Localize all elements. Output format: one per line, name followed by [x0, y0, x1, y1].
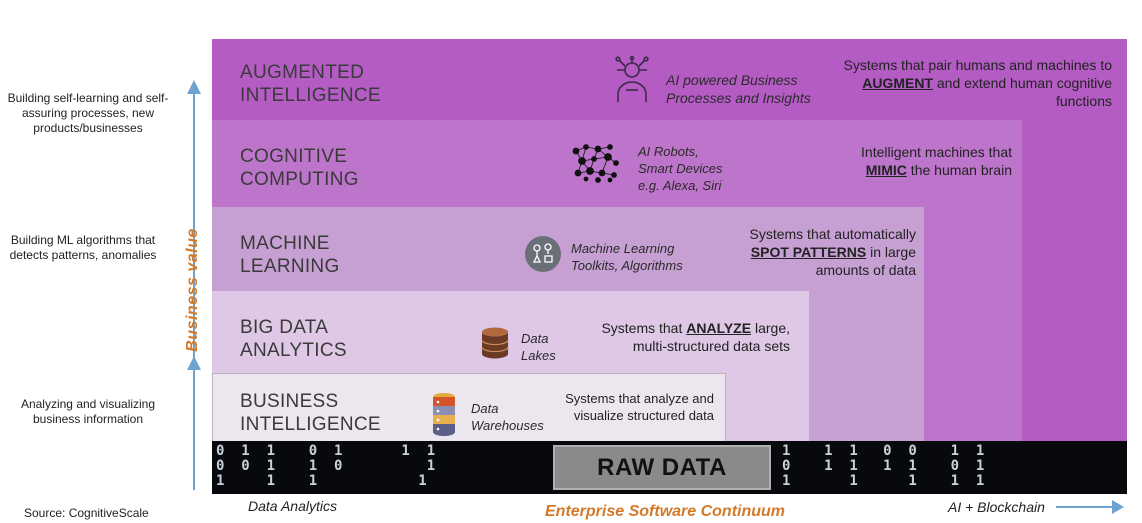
source-credit: Source: CognitiveScale [24, 506, 149, 520]
data-warehouse-icon [433, 393, 455, 436]
axis-arrow-right-icon [1112, 500, 1124, 514]
business-value-axis [193, 92, 195, 490]
description-machine-learning: Systems that automatically SPOT PATTERNS… [749, 226, 916, 278]
description-big-data-analytics: Systems that ANALYZE large, multi-struct… [601, 320, 790, 354]
x-axis-right-label: AI + Blockchain [948, 499, 1045, 515]
left-note-ml-algorithms: Building ML algorithms that detects patt… [9, 233, 157, 262]
left-note-self-learning: Building self-learning and self-assuring… [7, 91, 169, 135]
ai-head-icon [615, 56, 649, 102]
y-axis-label: Business value [184, 228, 201, 352]
axis-arrow-up-icon [187, 80, 201, 94]
neural-network-icon [572, 144, 619, 183]
ml-toolkit-icon [525, 236, 561, 272]
description-augmented-intelligence: Systems that pair humans and machines to… [843, 57, 1112, 109]
description-business-intelligence: Systems that analyze and visualize struc… [565, 391, 714, 423]
axis-arrow-up-icon [187, 356, 201, 370]
layer-business-intelligence [212, 373, 726, 442]
database-icon [481, 327, 509, 359]
continuum-axis-line [1056, 506, 1116, 508]
x-axis-left-label: Data Analytics [248, 498, 337, 514]
description-cognitive-computing: Intelligent machines that MIMIC the huma… [861, 144, 1012, 178]
raw-data-label: RAW DATA [553, 445, 771, 490]
left-note-visualizing: Analyzing and visualizing business infor… [20, 397, 156, 426]
x-axis-center-label: Enterprise Software Continuum [545, 503, 786, 520]
